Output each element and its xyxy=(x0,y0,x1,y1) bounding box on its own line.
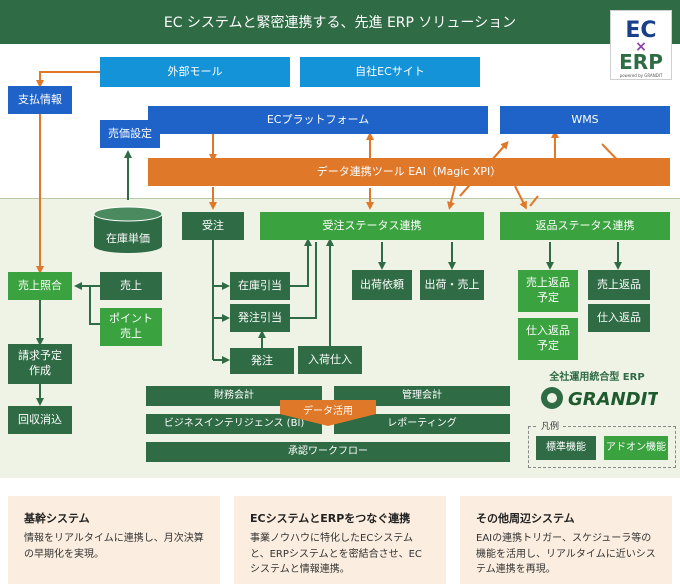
info-title-core: 基幹システム xyxy=(24,512,90,525)
erp-title: 全社運用統合型 ERP xyxy=(549,372,645,383)
grandit-logo: GRANDIT xyxy=(538,384,661,412)
bi-box: ビジネスインテリジェンス (BI) xyxy=(146,414,322,434)
purchase-return-plan-box: 仕入返品 予定 xyxy=(518,318,578,360)
logo-ec: EC xyxy=(625,18,656,43)
info-card-link: ECシステムとERPをつなぐ連携 事業ノウハウに特化したECシステムと、ERPシ… xyxy=(234,496,446,584)
order-box: 受注 xyxy=(182,212,244,240)
legend-frame xyxy=(528,426,676,468)
payment-info-box: 支払情報 xyxy=(8,86,72,114)
point-sales-box: ポイント 売上 xyxy=(100,308,162,346)
external-mall-box: 外部モール xyxy=(100,57,290,87)
sales-return-plan-box: 売上返品 予定 xyxy=(518,270,578,312)
return-status-box: 返品ステータス連携 xyxy=(500,212,670,240)
sales-return-box: 売上返品 xyxy=(588,270,650,300)
sales-match-box: 売上照合 xyxy=(8,272,72,300)
info-title-other: その他周辺システム xyxy=(476,512,575,525)
own-ec-site-box: 自社ECサイト xyxy=(300,57,480,87)
collection-box: 回収消込 xyxy=(8,406,72,434)
workflow-box: 承認ワークフロー xyxy=(146,442,510,462)
info-body-core: 情報をリアルタイムに連携し、月次決算の早期化を実現。 xyxy=(24,533,204,560)
grandit-brand: GRANDIT xyxy=(568,389,658,410)
ec-erp-logo: EC × ERP powered by GRANDIT xyxy=(610,10,672,80)
reporting-box: レポーティング xyxy=(334,414,510,434)
receiving-box: 入荷仕入 xyxy=(298,346,362,374)
eai-tool-box: データ連携ツール EAI（Magic XPI） xyxy=(148,158,670,186)
info-body-other: EAIの連携トリガー、スケジューラ等の機能を活用し、リアルタイムに近いシステム連… xyxy=(476,533,656,575)
legend-label: 凡例 xyxy=(538,419,563,432)
sales-box: 売上 xyxy=(100,272,162,300)
info-card-core: 基幹システム 情報をリアルタイムに連携し、月次決算の早期化を実現。 xyxy=(8,496,220,584)
order-status-box: 受注ステータス連携 xyxy=(260,212,484,240)
financial-acct-box: 財務会計 xyxy=(146,386,322,406)
ec-platform-box: ECプラットフォーム xyxy=(148,106,488,134)
inventory-price-label: 在庫単価 xyxy=(106,231,150,245)
logo-sub: powered by GRANDIT xyxy=(620,73,663,78)
price-setting-box: 売価設定 xyxy=(100,120,160,148)
wms-box: WMS xyxy=(500,106,670,134)
logo-erp: ERP xyxy=(619,50,663,74)
data-use-arrow: データ活用 xyxy=(280,398,376,428)
info-title-link: ECシステムとERPをつなぐ連携 xyxy=(250,512,411,525)
page-title: EC システムと緊密連携する、先進 ERP ソリューション xyxy=(0,0,680,44)
info-body-link: 事業ノウハウに特化したECシステムと、ERPシステムとを密結合させ、ECシステム… xyxy=(250,533,422,575)
management-acct-box: 管理会計 xyxy=(334,386,510,406)
order-alloc-box: 発注引当 xyxy=(230,304,290,332)
logo-cross: × xyxy=(635,39,647,55)
info-card-other: その他周辺システム EAIの連携トリガー、スケジューラ等の機能を活用し、リアルタ… xyxy=(460,496,672,584)
purchase-return-box: 仕入返品 xyxy=(588,304,650,332)
inventory-price-cylinder: 在庫単価 xyxy=(92,206,164,254)
purchase-order-box: 発注 xyxy=(230,348,294,374)
billing-plan-box: 請求予定 作成 xyxy=(8,344,72,384)
shipping-sales-box: 出荷・売上 xyxy=(420,270,484,300)
data-use-label: データ活用 xyxy=(303,404,353,417)
legend-standard: 標準機能 xyxy=(536,436,596,460)
shipping-request-box: 出荷依頼 xyxy=(352,270,412,300)
stock-alloc-box: 在庫引当 xyxy=(230,272,290,300)
legend-addon: アドオン機能 xyxy=(604,436,668,460)
